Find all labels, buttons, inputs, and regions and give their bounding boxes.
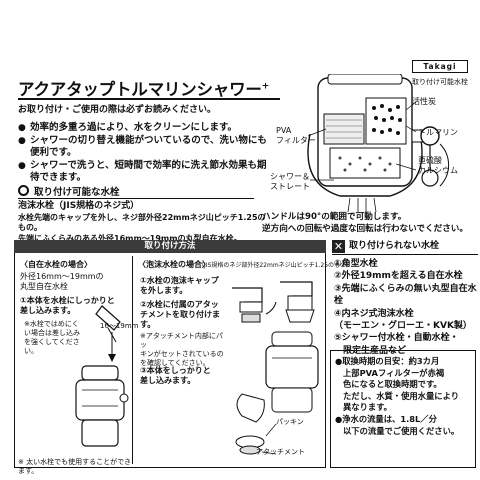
title-text: アクアタップトルマリンシャワー — [18, 80, 262, 99]
replacement-line: 上部PVAフィルターが赤褐 — [343, 367, 445, 378]
compatible-line: 水栓先端のキャップを外し、ネジ部外径22mmネジ山ピッチ1.25のもの。 — [18, 213, 266, 232]
col2-step1-line: を外します。 — [140, 286, 188, 295]
col2-step1-line: ①水栓の泡沫キャップ — [140, 276, 219, 285]
compatible-heading-text: 取り付け可能な水栓 — [34, 187, 120, 198]
not-attachable-item: ②外径19mmを超える自在水栓 — [334, 271, 463, 282]
replacement-line: ●取換時期の目安：約3カ月 — [335, 356, 440, 366]
compatible-line: 先端にふくらみのある外径16mm～19mmの丸型自在水栓。 — [18, 234, 242, 243]
logo-text: Takagi — [423, 62, 457, 71]
cartridge-top — [327, 74, 403, 85]
title-underline — [18, 98, 280, 100]
brand-logo: Takagi — [412, 60, 468, 73]
replacement-line: 以下の流量でご使用ください。 — [343, 425, 460, 436]
replacement-line: ●浄水の流量は、1.8L／分 — [335, 413, 437, 424]
compatible-caption: 取り付け可能水栓 — [412, 78, 468, 86]
not-attachable-list: ①角型水栓 ②外径19mmを超える自在水栓 ③先端にふくらみの無い丸型自在水栓 … — [334, 258, 480, 357]
install-heading: 取り付け方法 — [144, 241, 196, 251]
handle-note-line: ハンドルは90°の範囲で可動します。 — [262, 212, 407, 222]
col2-spec: （JIS規格のネジ部外径22mmネジ山ピッチ1.25のもの） — [198, 262, 353, 269]
col2-step2-line: す。 — [140, 320, 156, 329]
compatible-line: 泡沫水栓（JIS規格のネジ式） — [18, 201, 140, 211]
compatible-lines: 泡沫水栓（JIS規格のネジ式） 水栓先端のキャップを外し、ネジ部外径22mmネジ… — [18, 200, 268, 244]
not-attachable-item: （モーエン・グローエ・KVK製） — [334, 321, 472, 332]
column-divider — [132, 256, 133, 464]
filter-lines — [326, 119, 362, 139]
label-packing: パッキン — [276, 418, 304, 426]
label-tourmaline: トルマリン — [418, 128, 458, 137]
col2-step2: ②水栓に付属のアタッ チメントを取り付けま す。 — [140, 300, 224, 330]
water-stream — [347, 197, 377, 213]
handle-note-line: 逆方向への回転や過度な回転は行わないでください。 — [262, 223, 468, 234]
cross-icon: ✕ — [332, 240, 345, 253]
col1-note: ※水栓ではめにくい場合は差し込み を強くしてください。 — [24, 320, 82, 356]
col1-footnote: ※ 太い水栓でも使用することができます。 — [18, 458, 132, 475]
not-attachable-item: ⑤シャワー付水栓・自動水栓・ — [334, 333, 459, 344]
col2-step3: ③本体をしっかりと 差し込みます。 — [140, 366, 224, 386]
faucet-illustration-2 — [232, 281, 319, 455]
replacement-line: 色になると取換時期です。 — [343, 379, 442, 390]
col2-note-line: ※アタッチメント内部にパッ — [140, 332, 223, 349]
label-activated-carbon: 活性炭 — [412, 97, 436, 106]
replacement-info-box: ●取換時期の目安：約3カ月 上部PVAフィルターが赤褐 色になると取換時期です。… — [330, 350, 476, 468]
col1-step1-line: ①本体を水栓にしっかりと — [20, 296, 115, 305]
product-title: アクアタップトルマリンシャワー+ — [18, 76, 269, 100]
rotation-arc — [439, 143, 450, 187]
col2-note: ※アタッチメント内部にパッ キンがセットされているの を確認してください。 — [140, 332, 224, 368]
col1-desc: 外径16mm～19mmの 丸型自在水栓 — [20, 272, 130, 292]
col2-step3-line: 差し込みます。 — [140, 376, 196, 385]
not-attachable-item: ③先端にふくらみの無い丸型自在水栓 — [334, 283, 477, 307]
col2-heading: 〈泡沫水栓の場合〉 — [138, 260, 210, 269]
outer-shell — [307, 133, 423, 197]
col1-note-line: ※水栓ではめにくい場合は差し込み — [24, 320, 80, 337]
carbon-dots — [372, 104, 402, 135]
col2-step2-line: ②水栓に付属のアタッ — [140, 300, 219, 309]
pva-filter-area — [323, 113, 365, 145]
circle-icon — [18, 185, 29, 196]
bottom-chamber — [329, 147, 401, 179]
faucet-illustration-1 — [75, 305, 129, 447]
feature-item: シャワーで洗うと、短時間で効率的に洗え節水効果も期待できます。 — [18, 160, 270, 185]
replacement-line: 異なります。 — [343, 402, 392, 413]
compatible-heading: 取り付け可能な水栓 — [18, 184, 254, 199]
label-calcium-sulfite: 亜硫酸 カルシウム — [418, 156, 458, 175]
col2-note-line: キンがセットされているの — [140, 350, 224, 358]
feature-item: 効率的多重ろ過により、水をクリーンにします。 — [18, 122, 270, 135]
not-attachable-item: ①角型水栓 — [334, 259, 378, 269]
col1-step1: ①本体を水栓にしっかりと 差し込みます。 — [20, 296, 130, 316]
install-heading-bar: 取り付け方法 — [14, 240, 326, 253]
col1-step1-line: 差し込みます。 — [20, 306, 76, 315]
col1-desc-line: 外径16mm～19mmの — [20, 272, 104, 281]
not-attachable-item: ④内ネジ式泡沫水栓 — [334, 308, 414, 319]
title-mark: + — [261, 81, 270, 92]
notice-text: お取り付け・ご使用の際は必ずお読みください。 — [18, 105, 217, 115]
col1-heading: 〈自在水栓の場合〉 — [20, 260, 92, 269]
replacement-line: ただし、水質・使用水量により — [343, 390, 459, 401]
handle-note: ハンドルは90°の範囲で可動します。 逆方向への回転や過度な回転は行わないでくだ… — [262, 212, 478, 235]
feature-item: シャワーの切り替え機能がついているので、洗い物にも便利です。 — [18, 135, 270, 160]
col2-note-line: を確認してください。 — [140, 359, 210, 367]
label-attachment: アタッチメント — [256, 448, 305, 456]
col2-step3-line: ③本体をしっかりと — [140, 366, 211, 375]
col2-step2-line: チメントを取り付けま — [140, 310, 220, 319]
feature-list: 効率的多重ろ過により、水をクリーンにします。 シャワーの切り替え機能がついている… — [18, 122, 270, 185]
label-shower-straight: シャワー＆ ストレート — [270, 172, 310, 191]
dim-label: 16～19mm — [100, 322, 139, 330]
not-attachable-heading-text: 取り付けられない水栓 — [349, 241, 440, 251]
not-attachable-heading: ✕ 取り付けられない水栓 — [332, 240, 478, 255]
col2-heading-text: 泡沫水栓の場合 — [146, 260, 202, 269]
col1-desc-line: 丸型自在水栓 — [20, 282, 68, 291]
label-pva-filter: PVA フィルター — [276, 126, 316, 145]
col2-step1: ①水栓の泡沫キャップ を外します。 — [140, 276, 224, 296]
product-diagram — [307, 74, 450, 213]
col1-heading-text: 自在水栓の場合 — [28, 260, 84, 269]
col1-note-line: を強くしてください。 — [24, 338, 80, 355]
bottom-granules — [338, 156, 392, 172]
